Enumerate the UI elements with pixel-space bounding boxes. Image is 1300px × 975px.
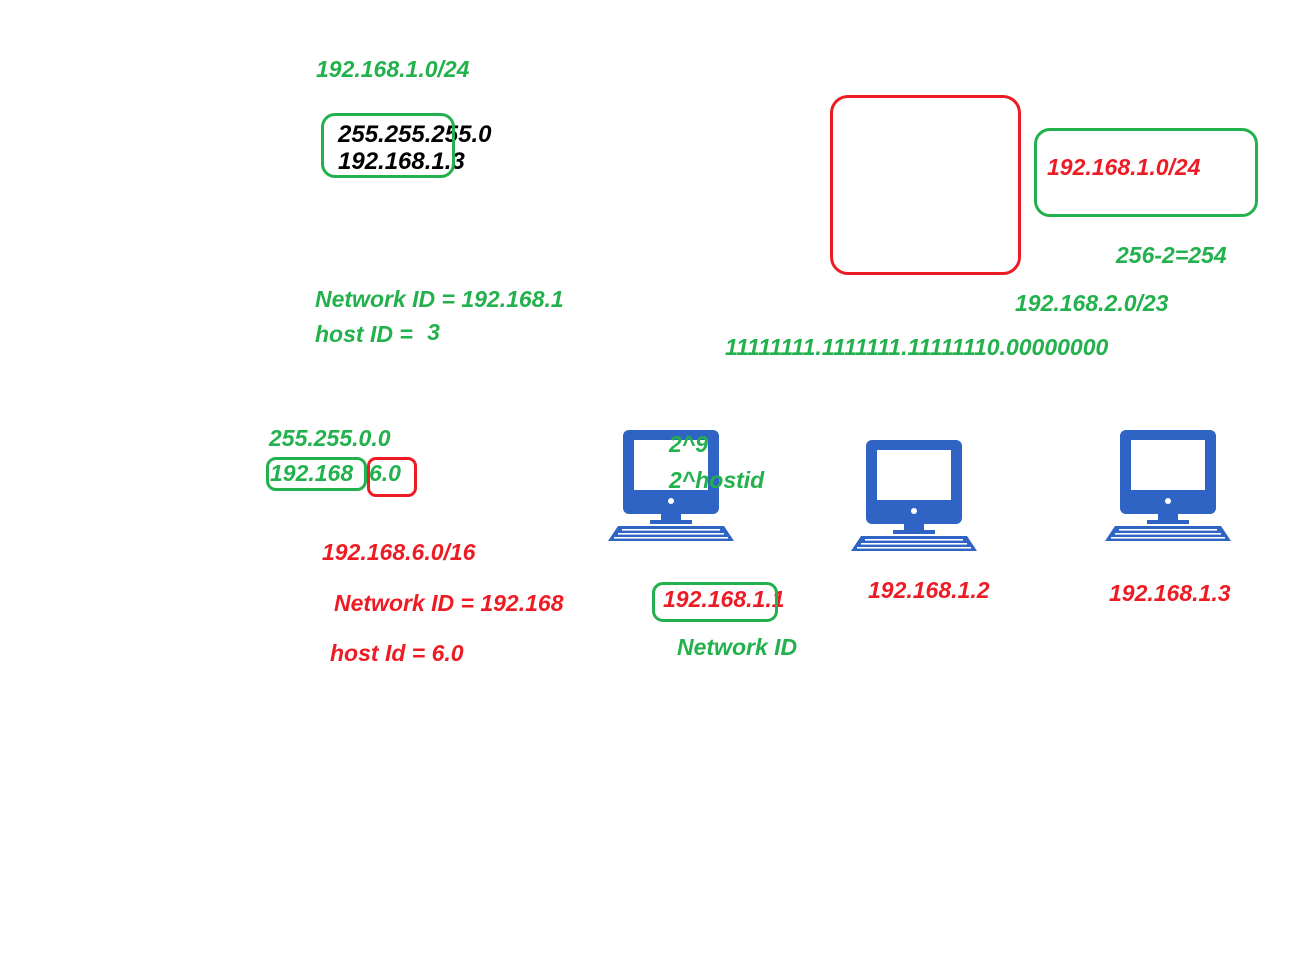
network-id-label: Network ID = 192.168.1 [315, 286, 564, 312]
subnet-mask-label: 255.255.255.0 [338, 121, 492, 148]
computer-2-graphic [851, 440, 977, 551]
computer-ip-label: 192.168.1.1 [663, 586, 785, 612]
ip-b-network-part: 192.168 [270, 460, 354, 486]
computer-ip-label: 192.168.1.2 [868, 577, 990, 603]
power-label: 2^9 [669, 431, 709, 457]
network-id-highlight [652, 582, 778, 622]
cidr-b-label: 192.168.6.0/16 [322, 539, 476, 565]
cidr-top-label: 192.168.1.0/24 [316, 56, 470, 82]
host-id-label: host ID = 3 [315, 321, 440, 347]
power-formula-label: 2^hostid [669, 467, 765, 493]
computer-icon [1103, 428, 1233, 543]
host-b-highlight [367, 457, 417, 497]
computer-icon [606, 428, 736, 543]
host-id-prefix: host ID = [315, 321, 420, 347]
computer-icon [849, 438, 979, 553]
router-box [830, 95, 1021, 275]
binary-mask-label: 11111111.1111111.11111110.00000000 [725, 334, 1109, 360]
ip-b-host-part: 6.0 [369, 460, 401, 486]
network-b-highlight [266, 457, 367, 491]
network-portion-highlight [321, 113, 455, 178]
network-id-b-label: Network ID = 192.168 [334, 590, 564, 616]
host-id-b-label: host Id = 6.0 [330, 640, 464, 666]
computer-ip-label: 192.168.1.3 [1109, 580, 1231, 606]
network-id-caption: Network ID [677, 634, 798, 660]
cidr-right-box [1034, 128, 1258, 217]
computer-3-graphic [1105, 430, 1231, 541]
cidr-23-label: 192.168.2.0/23 [1015, 290, 1169, 316]
host-id-value: 3 [427, 319, 440, 345]
mask-b-label: 255.255.0.0 [269, 425, 391, 451]
host-count-calc: 256-2=254 [1116, 242, 1227, 268]
cidr-right-label: 192.168.1.0/24 [1047, 154, 1201, 180]
computer-1-graphic [608, 430, 734, 541]
